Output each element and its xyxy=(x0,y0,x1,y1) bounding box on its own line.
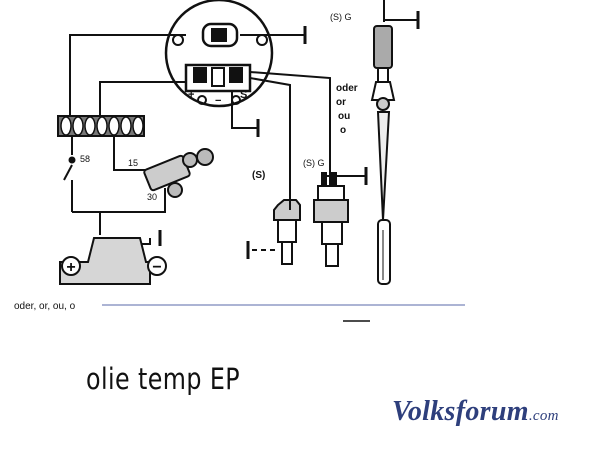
wire-gauge-s xyxy=(249,77,291,210)
watermark-name: Volksforum xyxy=(392,396,529,427)
sender-sg-top-label: (S) G xyxy=(330,12,352,22)
ou-label: ou xyxy=(338,111,350,122)
oder-label: oder xyxy=(336,83,358,94)
terminal-58-label: 58 xyxy=(80,154,90,164)
wire-15 xyxy=(113,136,150,171)
gauge-plus-label: + xyxy=(188,89,194,101)
footer-text: oder, or, ou, o xyxy=(14,301,76,312)
gauge-minus-label: − xyxy=(215,95,221,107)
watermark-domain: .com xyxy=(528,408,559,424)
battery-minus-label: − xyxy=(152,259,161,276)
relay-connector xyxy=(143,148,214,198)
gauge-s-label: S xyxy=(240,89,247,101)
watermark-logo: Volksforum.com xyxy=(392,396,559,428)
terminal-15-label: 15 xyxy=(128,158,138,168)
wire-left-loop xyxy=(69,34,186,120)
wire-30 xyxy=(72,188,166,213)
battery-plus-label: + xyxy=(66,259,75,276)
terminal-30-label: 30 xyxy=(147,192,157,202)
gauge-top-plug xyxy=(201,22,239,48)
sender-dipstick xyxy=(370,0,420,285)
wire-gauge-ground xyxy=(231,90,258,129)
or-label: or xyxy=(336,97,346,108)
wire-sender-sg xyxy=(249,71,331,185)
diagram-caption: olie temp EP xyxy=(86,362,241,396)
sender-single xyxy=(246,199,301,265)
wire-switch-58 xyxy=(63,136,73,212)
sender-sg xyxy=(313,167,368,267)
sender-s-label: (S) xyxy=(252,170,265,181)
o-label: o xyxy=(340,125,346,136)
sender-sg-mid-label: (S) G xyxy=(303,158,325,168)
wire-gauge-fuse xyxy=(99,81,186,120)
